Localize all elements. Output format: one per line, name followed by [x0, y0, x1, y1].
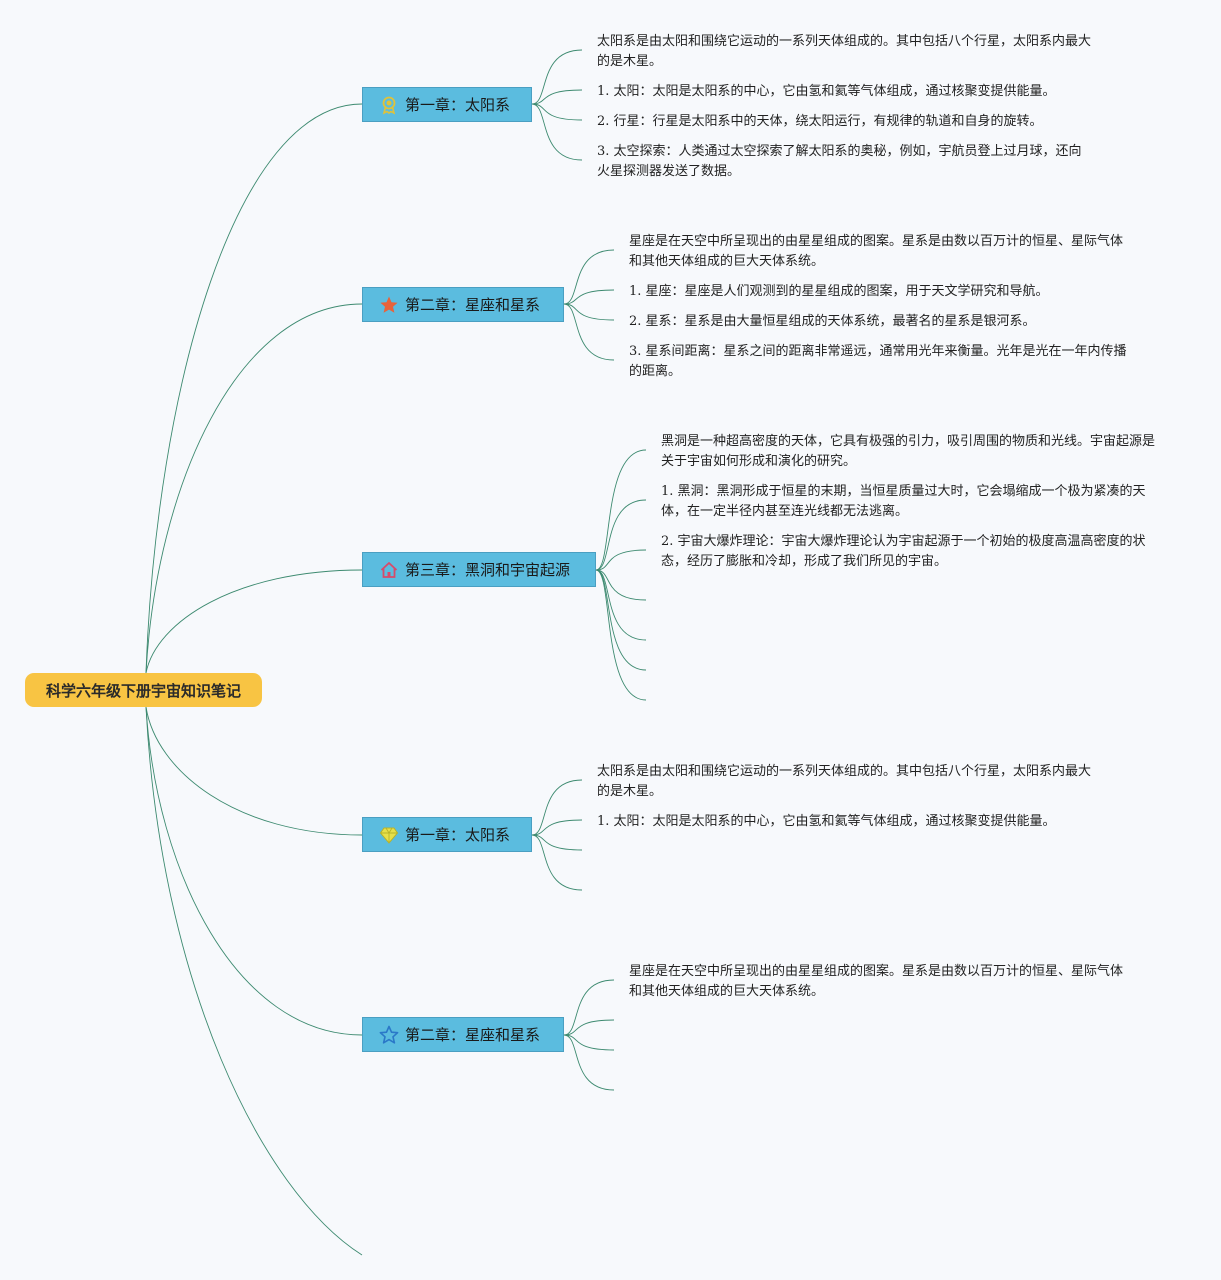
leaf-note[interactable]: 2. 星系：星系是由大量恒星组成的天体系统，最著名的星系是银河系。 — [629, 314, 1036, 329]
edge-b2-leaf-2 — [595, 549, 647, 571]
leaf-note[interactable]: 3. 星系间距离：星系之间的距离非常遥远，通常用光年来衡量。光年是光在一年内传播… — [629, 344, 1127, 379]
root-topic-label: 科学六年级下册宇宙知识笔记 — [45, 681, 241, 700]
star-outline-icon — [379, 1025, 399, 1045]
branch-label: 第二章：星座和星系 — [405, 296, 541, 314]
edge-root-branch-4 — [145, 706, 363, 1036]
leaf-note[interactable]: 1. 星座：星座是人们观测到的星星组成的图案，用于天文学研究和导航。 — [629, 284, 1049, 299]
leaf-note[interactable]: 3. 太空探索：人类通过太空探索了解太阳系的奥秘，例如，宇航员登上过月球，还向火… — [597, 144, 1082, 179]
branch-chapter1-solar-system[interactable]: 第一章：太阳系 — [362, 87, 532, 122]
branch-label: 第二章：星座和星系 — [405, 1026, 541, 1044]
edge-b0-leaf-0 — [531, 49, 583, 105]
edge-b3-leaf-2 — [531, 834, 583, 851]
branch-label: 第一章：太阳系 — [405, 96, 511, 114]
leaf-note[interactable]: 太阳系是由太阳和围绕它运动的一系列天体组成的。其中包括八个行星，太阳系内最大的是… — [597, 34, 1092, 69]
leaf-note[interactable]: 黑洞是一种超高密度的天体，它具有极强的引力，吸引周围的物质和光线。宇宙起源是关于… — [661, 434, 1156, 469]
edge-b0-leaf-1 — [531, 89, 583, 105]
leaf-note[interactable]: 1. 太阳：太阳是太阳系的中心，它由氢和氦等气体组成，通过核聚变提供能量。 — [597, 814, 1056, 829]
star-filled-icon — [379, 295, 399, 315]
edge-b3-leaf-1 — [531, 819, 583, 836]
edge-b1-leaf-0 — [563, 249, 615, 305]
edge-b3-leaf-3 — [531, 834, 583, 891]
leaf-note[interactable]: 1. 黑洞：黑洞形成于恒星的末期，当恒星质量过大时，它会塌缩成一个极为紧凑的天体… — [661, 484, 1146, 519]
edge-b1-leaf-1 — [563, 289, 615, 305]
leaf-note[interactable]: 太阳系是由太阳和围绕它运动的一系列天体组成的。其中包括八个行星，太阳系内最大的是… — [597, 764, 1092, 799]
house-icon — [379, 560, 399, 580]
edge-root-branch-3 — [145, 706, 363, 836]
leaf-note[interactable]: 星座是在天空中所呈现出的由星星组成的图案。星系是由数以百万计的恒星、星际气体和其… — [629, 964, 1124, 999]
edge-b2-leaf-3 — [595, 569, 647, 601]
leaf-note[interactable]: 星座是在天空中所呈现出的由星星组成的图案。星系是由数以百万计的恒星、星际气体和其… — [629, 234, 1124, 269]
edge-b0-leaf-2 — [531, 103, 583, 121]
edge-b2-leaf-1 — [595, 499, 647, 571]
leaf-note[interactable]: 2. 宇宙大爆炸理论：宇宙大爆炸理论认为宇宙起源于一个初始的极度高温高密度的状态… — [661, 534, 1146, 569]
edge-b4-leaf-0 — [563, 979, 615, 1036]
leaf-note[interactable]: 2. 行星：行星是太阳系中的天体，绕太阳运行，有规律的轨道和自身的旋转。 — [597, 114, 1043, 129]
root-topic[interactable]: 科学六年级下册宇宙知识笔记 — [25, 673, 262, 707]
edge-b3-leaf-0 — [531, 779, 583, 836]
edge-b4-leaf-2 — [563, 1034, 615, 1051]
branch-chapter2-constellations-copy[interactable]: 第二章：星座和星系 — [362, 1017, 564, 1052]
edge-root-branch-0 — [145, 103, 363, 674]
edge-b4-leaf-1 — [563, 1019, 615, 1036]
branch-label: 第三章：黑洞和宇宙起源 — [405, 561, 571, 579]
edge-b1-leaf-3 — [563, 303, 615, 361]
leaf-note[interactable]: 1. 太阳：太阳是太阳系的中心，它由氢和氦等气体组成，通过核聚变提供能量。 — [597, 84, 1056, 99]
branch-chapter2-constellations[interactable]: 第二章：星座和星系 — [362, 287, 564, 322]
edge-b2-leaf-6 — [595, 569, 647, 701]
branch-chapter1-solar-system-copy[interactable]: 第一章：太阳系 — [362, 817, 532, 852]
edge-b2-leaf-0 — [595, 449, 647, 571]
edge-b1-leaf-2 — [563, 303, 615, 321]
edge-b4-leaf-3 — [563, 1034, 615, 1091]
branch-chapter3-black-holes[interactable]: 第三章：黑洞和宇宙起源 — [362, 552, 596, 587]
edge-root-branch-1 — [145, 303, 363, 674]
branch-label: 第一章：太阳系 — [405, 826, 511, 844]
edge-root-branch-2 — [145, 569, 363, 674]
edge-b0-leaf-3 — [531, 103, 583, 161]
edge-root-trailing — [145, 706, 363, 1256]
diamond-gem-icon — [379, 825, 399, 845]
award-ribbon-icon — [379, 95, 399, 115]
